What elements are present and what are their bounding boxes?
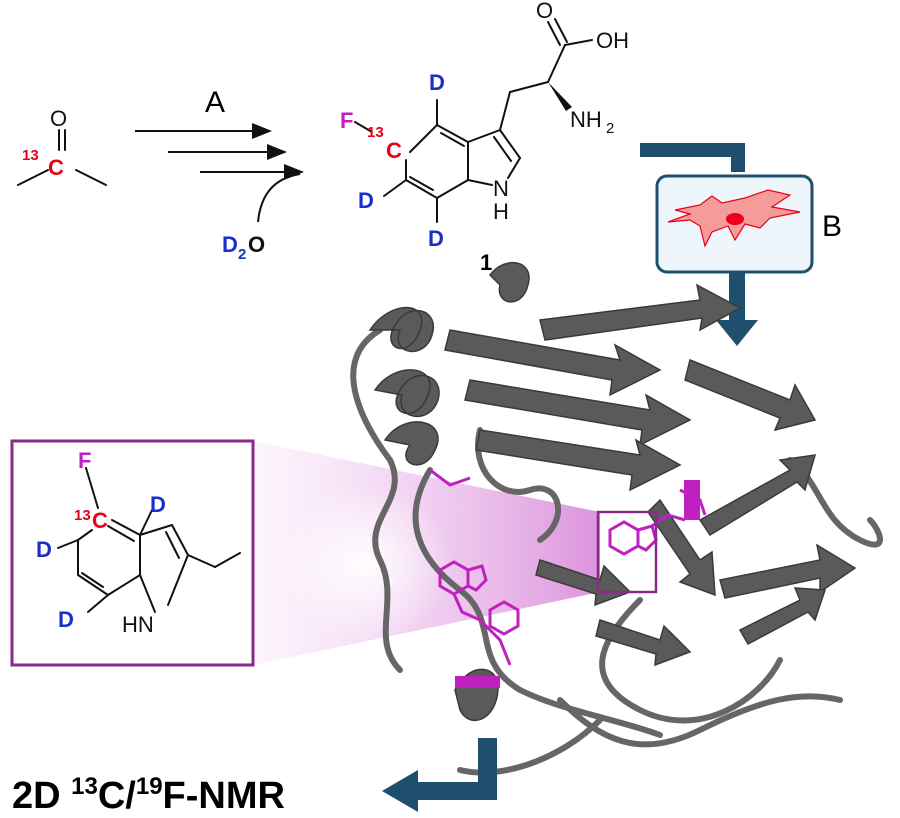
- step-a-label: A: [205, 86, 225, 119]
- product-amine-label: NH: [570, 107, 602, 132]
- product-deuterium-bottom: D: [428, 226, 444, 251]
- product-amine-subscript: 2: [606, 120, 614, 137]
- d2o-subscript: 2: [238, 246, 246, 263]
- inset-panel: F 13 C D D D HN: [10, 439, 255, 667]
- compound-number: 1: [480, 250, 492, 275]
- inset-deuterium-top: D: [150, 492, 166, 517]
- acetone-carbon-label: C: [48, 155, 64, 180]
- nmr-title: 2D 13C/19F-NMR: [12, 773, 285, 817]
- product-deuterium-top: D: [429, 70, 445, 95]
- product-indole-h: H: [493, 199, 509, 224]
- inset-deuterium-bottom: D: [58, 607, 74, 632]
- acetone-isotope-label: 13: [22, 147, 39, 164]
- cell-nucleus: [726, 213, 744, 225]
- output-arrow: [382, 738, 497, 812]
- product-carbonyl-oxygen: O: [536, 0, 553, 23]
- step-a-arrows: A D 2 O: [135, 86, 304, 263]
- acetone-reagent: O 13 C: [17, 106, 107, 186]
- inset-fluorine-label: F: [78, 448, 91, 473]
- inset-indole-nh: HN: [122, 612, 154, 637]
- trp-highlight-box: [596, 510, 658, 594]
- product-indole-n: N: [493, 176, 509, 201]
- inset-isotope-label: 13: [74, 507, 91, 524]
- inset-deuterium-left: D: [36, 537, 52, 562]
- d2o-d-label: D: [222, 232, 238, 257]
- product-isotope-label: 13: [367, 124, 384, 141]
- step-b: B: [640, 143, 842, 346]
- product-hydroxyl-label: OH: [596, 28, 629, 53]
- inset-carbon-label: C: [92, 508, 108, 533]
- product-carbon-label: C: [386, 138, 402, 163]
- acetone-oxygen-label: O: [50, 106, 67, 131]
- protein-structure: [350, 261, 883, 776]
- product-deuterium-left: D: [358, 188, 374, 213]
- product-fluorine-label: F: [340, 108, 353, 133]
- step-b-label: B: [822, 210, 842, 243]
- d2o-o-label: O: [248, 232, 265, 257]
- labelled-tryptophan: F 13 C D D D O OH NH 2 N H 1: [340, 0, 629, 275]
